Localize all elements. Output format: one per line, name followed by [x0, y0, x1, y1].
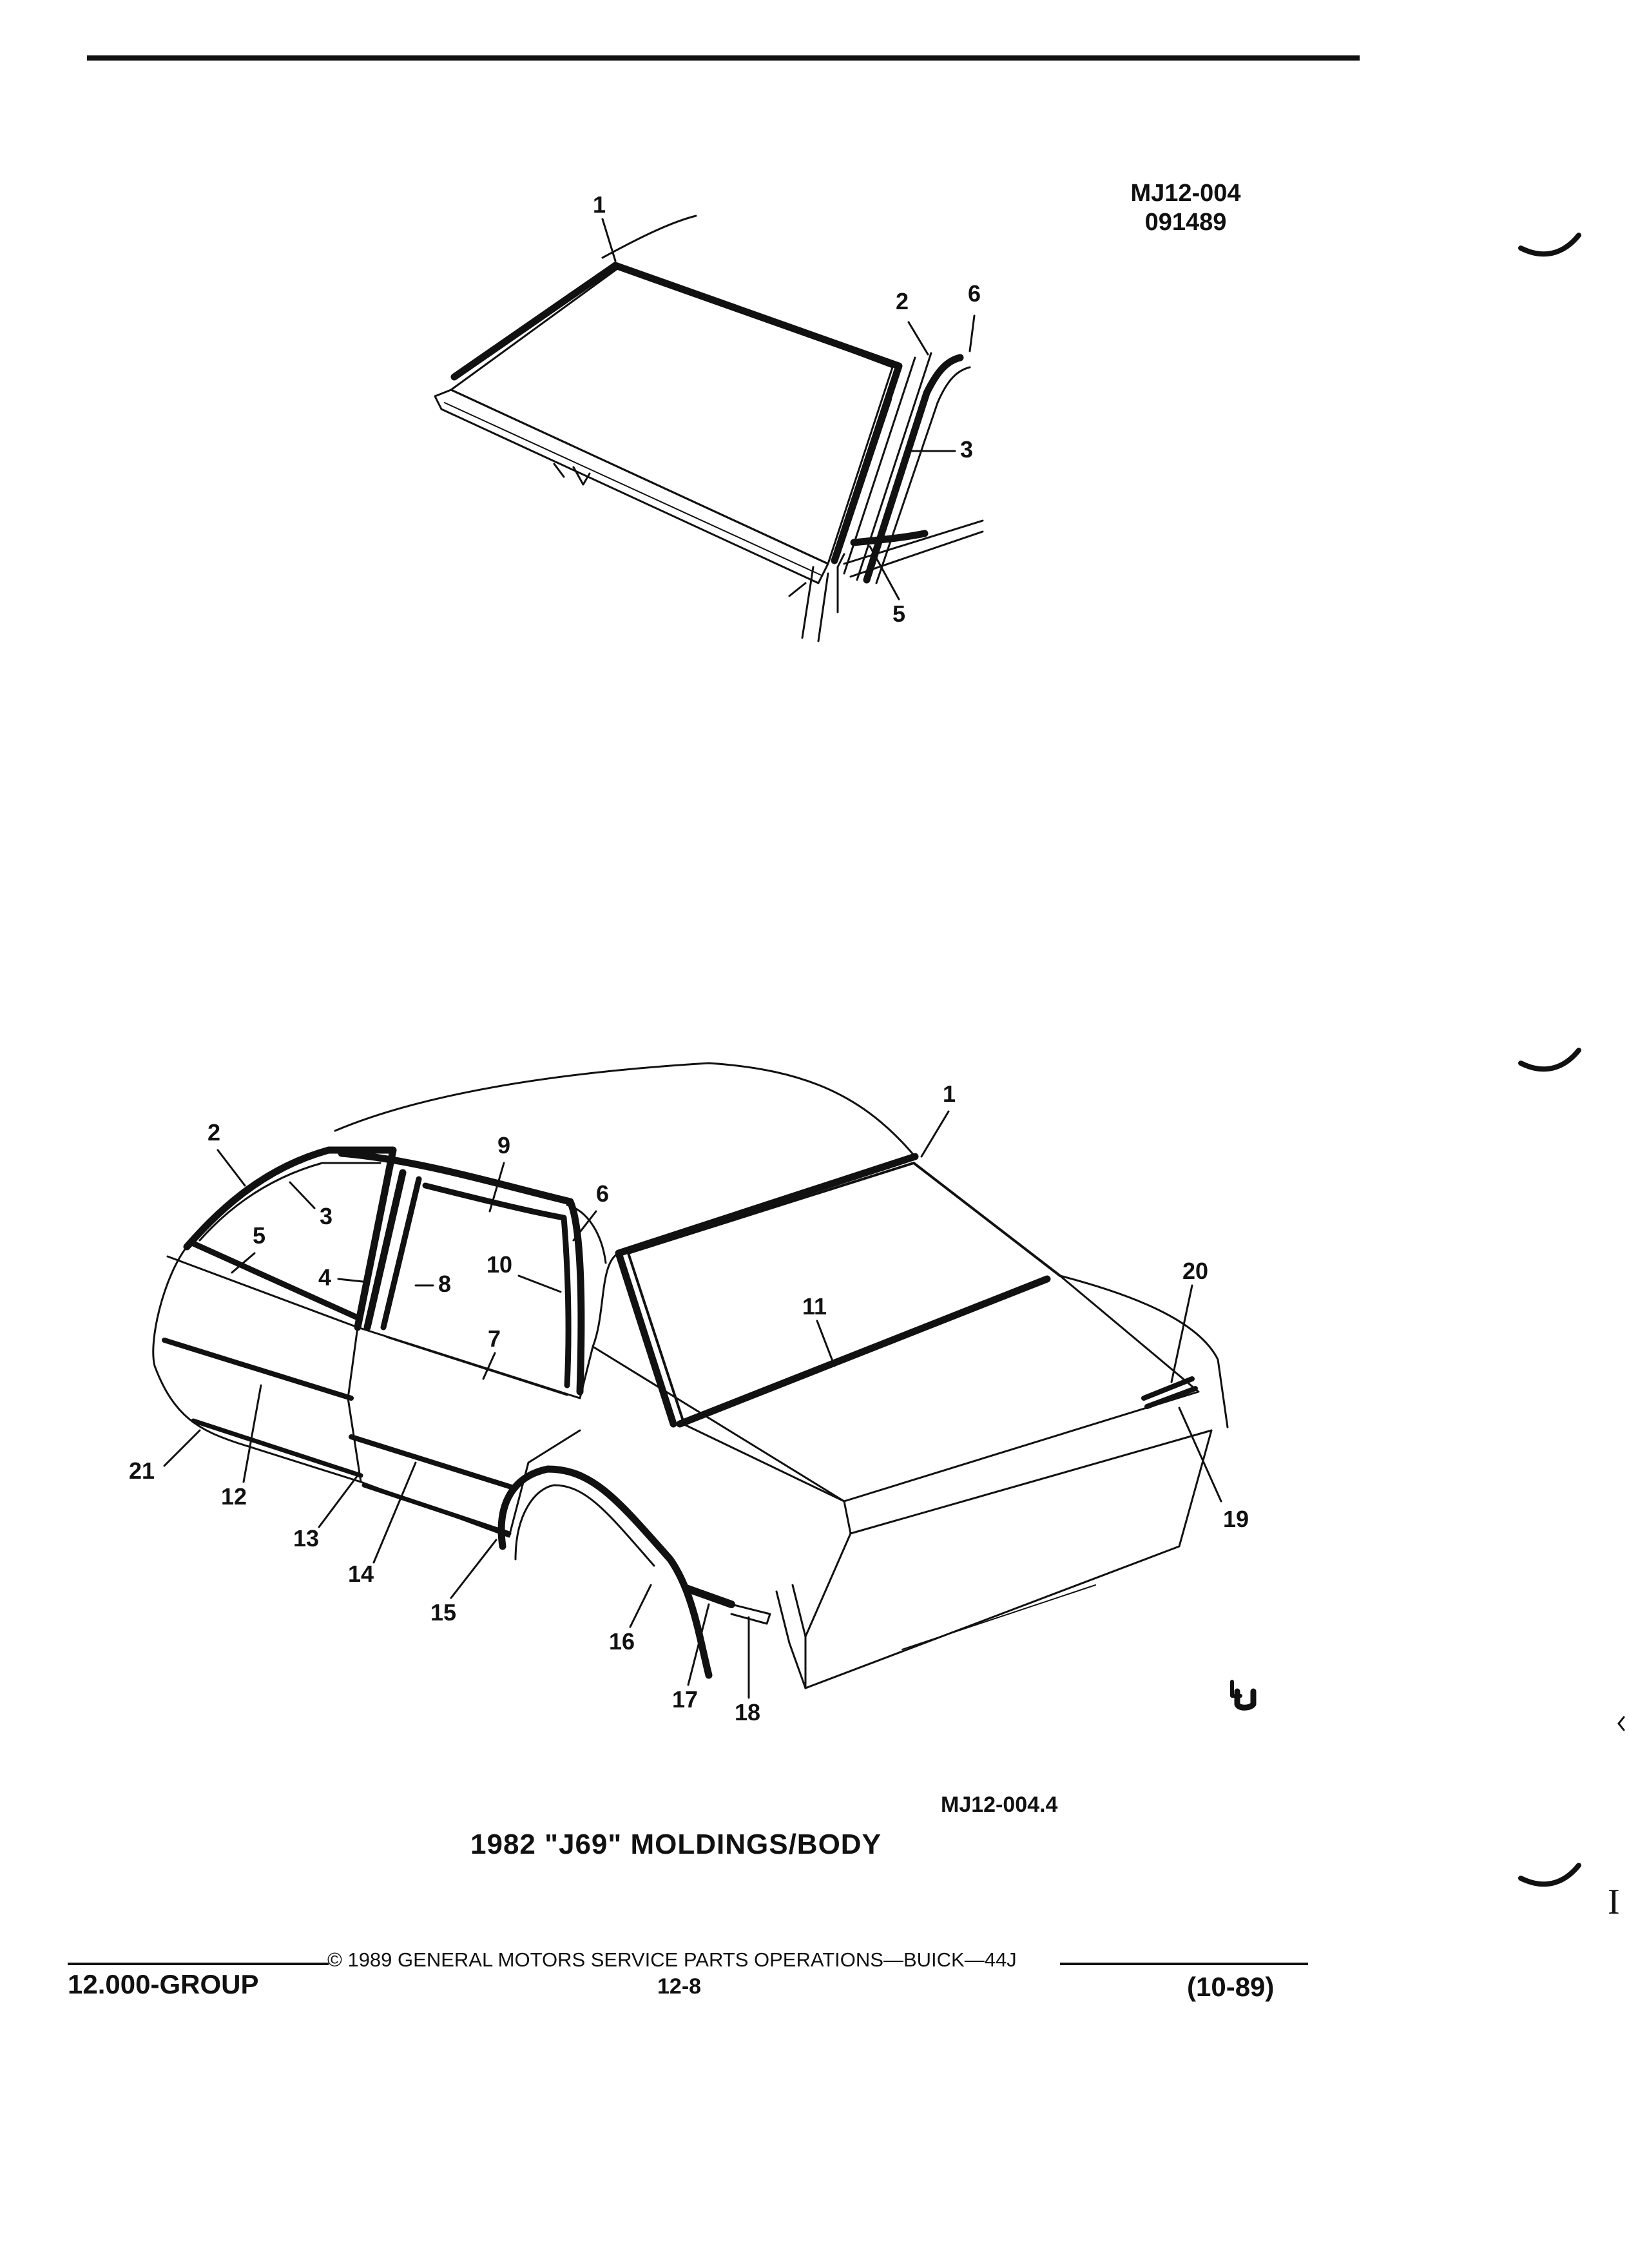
- footer-rule-left: [68, 1963, 329, 1965]
- union-logo-icon: [1230, 1680, 1257, 1711]
- car-body-drawing: [152, 1062, 1229, 1689]
- body-callout-16: 16: [609, 1628, 635, 1655]
- page-number: 12-8: [657, 1974, 702, 1999]
- body-callouts: 1 2 3 4 5 6 7 8 9 10 11 12 13 14 15 16 1: [129, 1081, 1249, 1725]
- body-callout-10: 10: [487, 1251, 512, 1278]
- copyright-notice: © 1989 GENERAL MOTORS SERVICE PARTS OPER…: [327, 1948, 1017, 1971]
- body-callout-12: 12: [221, 1483, 247, 1510]
- body-callout-1: 1: [943, 1081, 956, 1107]
- windshield-callouts: 1 2 6 3 5: [593, 191, 981, 627]
- callout-5: 5: [892, 601, 905, 627]
- edge-mark-2: [1518, 1048, 1581, 1072]
- edge-mark-1: [1518, 233, 1581, 257]
- body-callout-19: 19: [1223, 1506, 1249, 1532]
- group-label: 12.000-GROUP: [68, 1969, 259, 1999]
- callout-1: 1: [593, 191, 606, 218]
- body-callout-4: 4: [318, 1264, 331, 1291]
- revision-date: (10-89): [1187, 1972, 1275, 2002]
- body-callout-15: 15: [430, 1599, 456, 1626]
- figure-title: 1982 "J69" MOLDINGS/BODY: [470, 1829, 882, 1860]
- callout-2: 2: [896, 288, 909, 314]
- document-code-block: MJ12-004 091489: [1124, 179, 1247, 237]
- body-callout-21: 21: [129, 1457, 155, 1484]
- callout-3: 3: [960, 436, 973, 463]
- body-callout-6: 6: [596, 1180, 609, 1207]
- body-callout-8: 8: [438, 1271, 451, 1297]
- top-rule: [87, 55, 1360, 61]
- body-callout-14: 14: [348, 1561, 374, 1587]
- footer-rule-right: [1060, 1963, 1308, 1965]
- edge-mark-3: [1518, 1863, 1581, 1887]
- body-callout-17: 17: [672, 1686, 698, 1713]
- body-callout-18: 18: [735, 1699, 760, 1725]
- binding-edge-marks: I: [1518, 233, 1625, 1922]
- document-date: 091489: [1144, 209, 1227, 236]
- body-callout-9: 9: [497, 1132, 510, 1158]
- body-callout-20: 20: [1182, 1258, 1208, 1284]
- body-callout-2: 2: [207, 1119, 220, 1146]
- windshield-detail-drawing: [434, 215, 984, 642]
- callout-6: 6: [968, 280, 981, 307]
- body-callout-11: 11: [802, 1293, 827, 1320]
- edge-mark-4: [1617, 1716, 1625, 1731]
- body-callout-7: 7: [488, 1325, 501, 1352]
- figure-code: MJ12-004.4: [941, 1792, 1058, 1817]
- body-callout-13: 13: [293, 1525, 319, 1552]
- body-callout-5: 5: [253, 1222, 265, 1249]
- document-code: MJ12-004: [1130, 180, 1241, 207]
- edge-letter: I: [1608, 1882, 1620, 1922]
- body-callout-3: 3: [320, 1203, 333, 1229]
